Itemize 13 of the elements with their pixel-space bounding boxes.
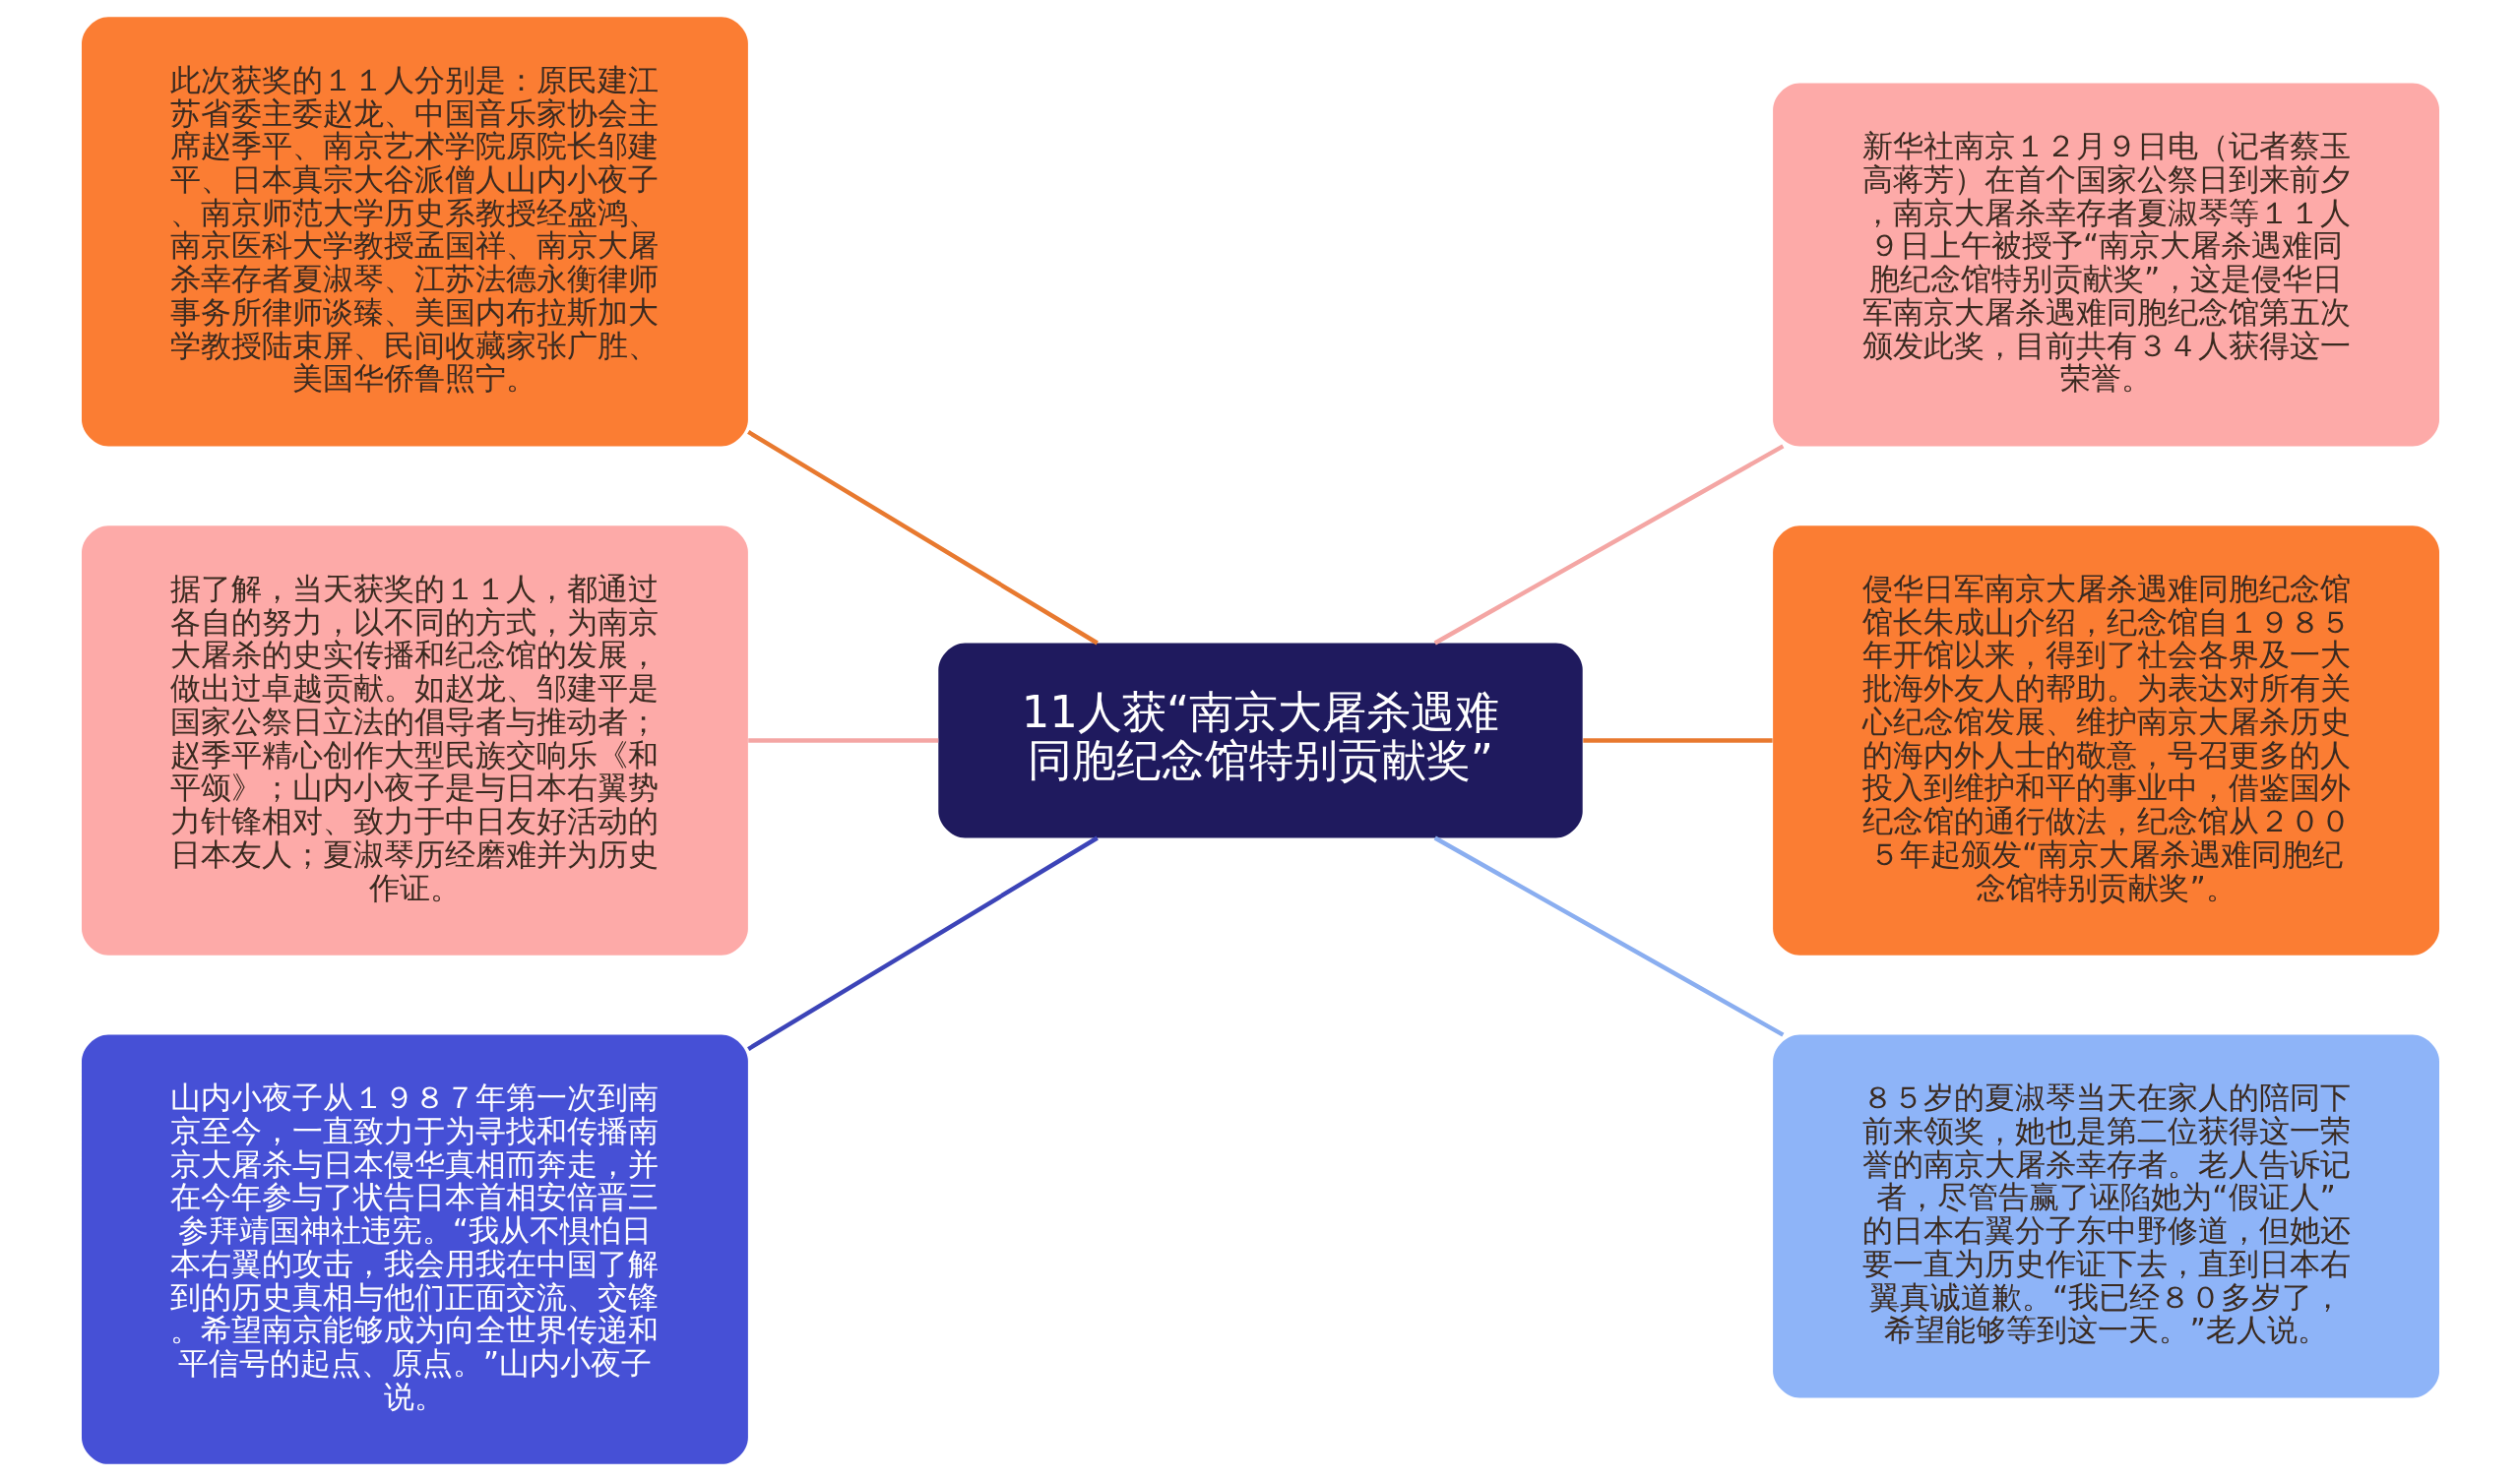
- node-box: 据了解，当天获奖的１１人，都通过各自的努力，以不同的方式，为南京大屠杀的史实传播和纪念馆的发展，做出过卓越贡献。如赵龙、邹建平是国家公祭日立法的倡导者与推动者；赵季平精心创作大型民族交响乐《和平颂》；山内小夜子是与日本右翼势力针锋相对、致力于中日友好活动的日本友人；夏淑琴历经磨难并为历史作证。: [81, 525, 748, 956]
- node-box: 新华社南京１２月９日电（记者蔡玉高蒋芳）在首个国家公祭日到来前夕，南京大屠杀幸存者夏淑琴等１１人９日上午被授予“南京大屠杀遇难同胞纪念馆特别贡献奖”，这是侵华日军南京大屠杀遇难同胞纪念馆第五次颁发此奖，目前共有３４人获得这一荣誉。: [1772, 83, 2439, 447]
- node-box: ８５岁的夏淑琴当天在家人的陪同下前来领奖，她也是第二位获得这一荣誉的南京大屠杀幸存者。老人告诉记者，尽管告赢了诬陷她为“假证人”的日本右翼分子东中野修道，但她还要一直为历史作证下去，直到日本右翼真诚道歉。“我已经８０多岁了，希望能够等到这一天。”老人说。: [1772, 1034, 2439, 1398]
- node-box: 11人获“南京大屠杀遇难同胞纪念馆特别贡献奖”: [937, 643, 1583, 838]
- connector: [746, 430, 1099, 646]
- node-box: 侵华日军南京大屠杀遇难同胞纪念馆馆长朱成山介绍，纪念馆自１９８５年开馆以来，得到了社会各界及一大批海外友人的帮助。为表达对所有关心纪念馆发展、维护南京大屠杀历史的海内外人士的敬意，号召更多的人投入到维护和平的事业中，借鉴国外纪念馆的通行做法，纪念馆从２００５年起颁发“南京大屠杀遇难同胞纪念馆特别贡献奖”。: [1772, 525, 2439, 956]
- connector: [1433, 444, 1784, 646]
- node-box: 此次获奖的１１人分别是：原民建江苏省委主委赵龙、中国音乐家协会主席赵季平、南京艺术学院原院长邹建平、日本真宗大谷派僧人山内小夜子、南京师范大学历史系教授经盛鸿、南京医科大学教授孟国祥、南京大屠杀幸存者夏淑琴、江苏法德永衡律师事务所律师谈臻、美国内布拉斯加大学教授陆束屏、民间收藏家张广胜、美国华侨鲁照宁。: [81, 17, 748, 447]
- connector: [1433, 835, 1784, 1037]
- connector: [747, 738, 938, 743]
- connector: [746, 835, 1099, 1051]
- connector: [1582, 738, 1773, 743]
- node-box: 山内小夜子从１９８７年第一次到南京至今，一直致力于为寻找和传播南京大屠杀与日本侵华真相而奔走，并在今年参与了状告日本首相安倍晋三参拜靖国神社违宪。“我从不惧怕日本右翼的攻击，我会用我在中国了解到的历史真相与他们正面交流、交锋。希望南京能够成为向全世界传递和平信号的起点、原点。”山内小夜子说。: [81, 1034, 748, 1464]
